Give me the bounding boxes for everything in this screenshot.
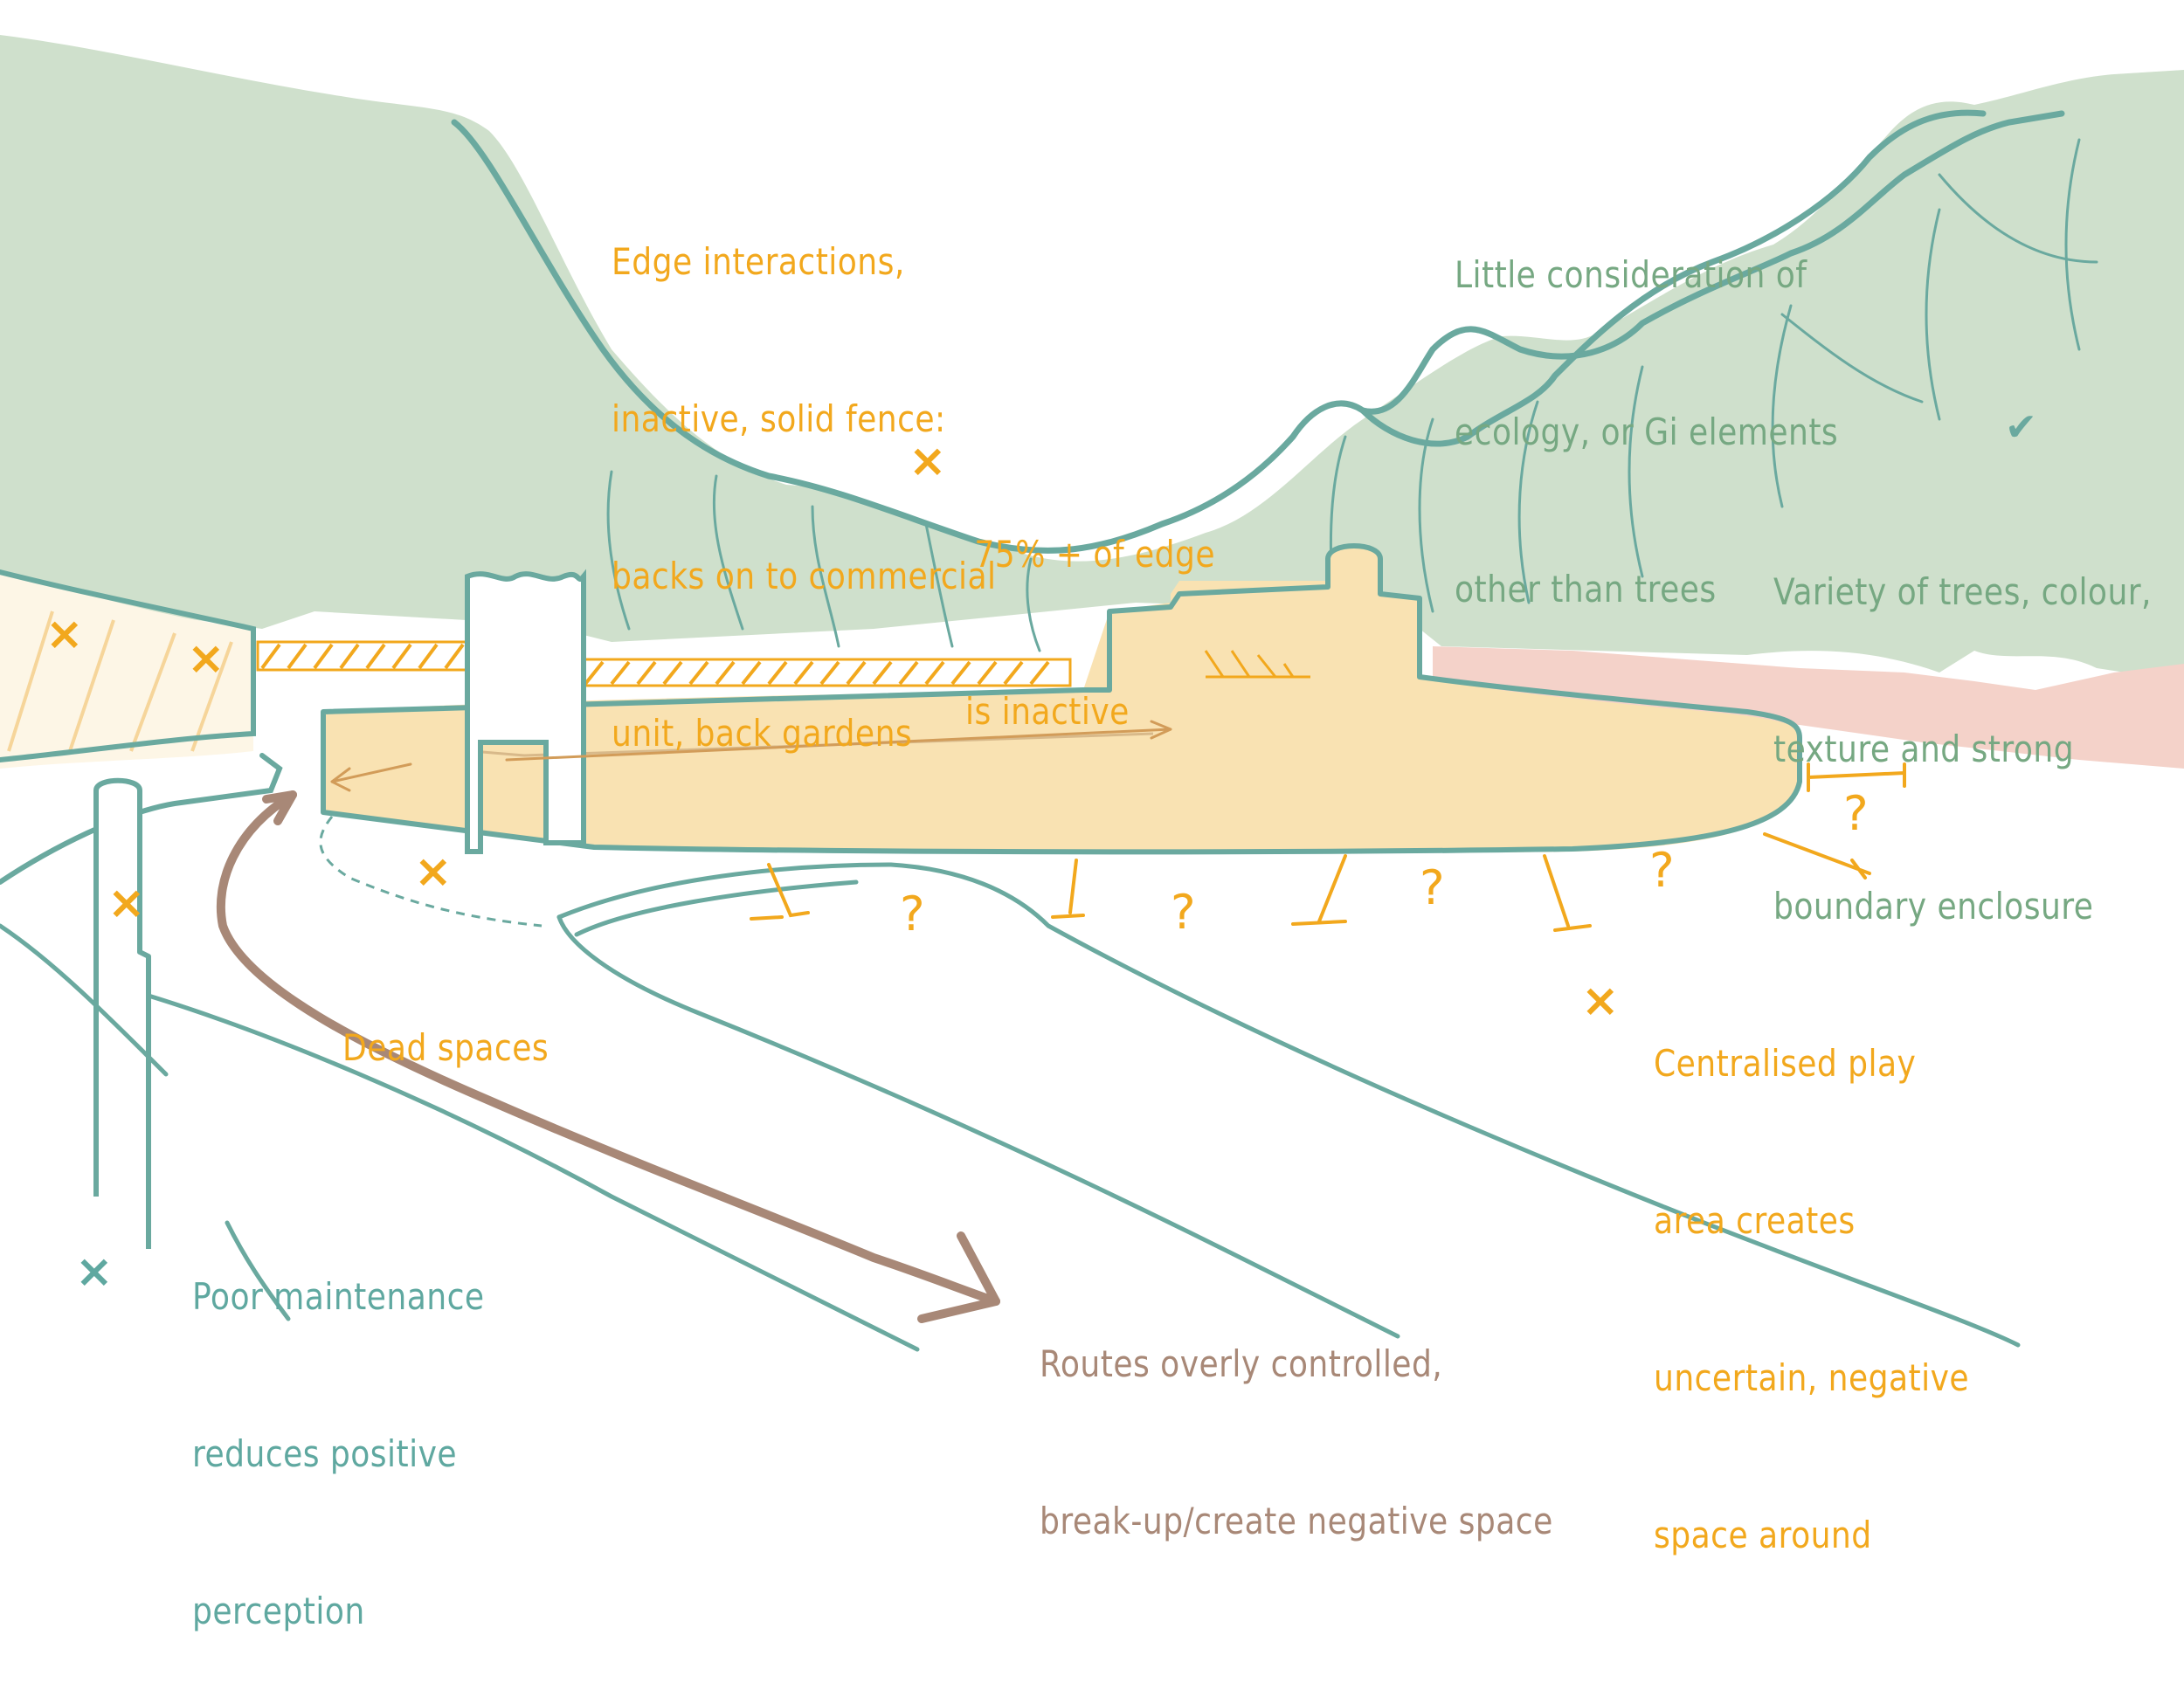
question-mark: ? — [1843, 786, 1869, 841]
tree-canopy-outline — [451, 109, 1987, 554]
question-mark: ? — [1171, 885, 1196, 940]
left-bollard — [93, 777, 151, 1249]
edge-interactions-note: Edge interactions, inactive, solid fence… — [612, 131, 996, 812]
cross-mark: × — [107, 877, 146, 929]
note-line: ecology, or Gi elements — [1455, 410, 1839, 453]
note-line: break-up/create negative space — [1040, 1500, 1553, 1542]
left-ground-hatch — [7, 610, 233, 752]
play-area-fill — [323, 546, 1800, 854]
inactive-edge-note: 75% + of edge is inactive — [965, 424, 1215, 790]
boundary-strip — [1433, 646, 2184, 769]
cross-mark: × — [909, 435, 947, 487]
tree-variety-note: Variety of trees, colour, texture and st… — [1773, 461, 2152, 985]
cross-mark: × — [1581, 975, 1620, 1027]
note-line: uncertain, negative — [1654, 1356, 1970, 1399]
left-ground-fill — [0, 572, 253, 769]
measure-ticks — [750, 762, 1906, 932]
question-mark: ? — [1649, 843, 1675, 898]
cross-mark: × — [187, 632, 225, 685]
left-wall — [0, 569, 256, 762]
note-line: boundary enclosure — [1773, 885, 2094, 928]
play-area-flow-arrows — [330, 720, 1172, 792]
tree-canopy-outline-right — [1359, 110, 2065, 415]
note-line: area creates — [1654, 1199, 1856, 1242]
note-line: texture and strong — [1773, 728, 2075, 770]
note-line: 75% + of edge — [974, 533, 1216, 576]
note-line: other than trees — [1455, 568, 1717, 610]
note-line: unit, back gardens — [612, 712, 913, 755]
cross-mark: × — [45, 608, 84, 660]
centralised-play-note: Centralised play area creates uncertain,… — [1654, 933, 1969, 1614]
note-line: backs on to commercial — [612, 555, 997, 597]
note-line: perception — [192, 1590, 365, 1632]
note-line: Variety of trees, colour, — [1773, 570, 2152, 613]
note-line: Dead spaces — [342, 1026, 549, 1069]
note-line: Edge interactions, — [612, 240, 905, 283]
check-mark: ✔ — [2005, 405, 2037, 450]
question-mark: ? — [900, 886, 925, 942]
note-line: Routes overly controlled, — [1040, 1342, 1443, 1385]
note-line: is inactive — [965, 690, 1130, 733]
routes-note: Routes overly controlled, break-up/creat… — [1040, 1233, 1553, 1600]
note-line: inactive, solid fence: — [612, 397, 946, 440]
tree-canopy-fill — [0, 35, 2184, 681]
dead-spaces-note: Dead spaces — [342, 917, 549, 1127]
tree-sketch-lines — [606, 138, 2098, 652]
play-area-outline — [321, 543, 1802, 855]
gate-pillar — [465, 569, 586, 854]
note-line: space around — [1654, 1514, 1872, 1556]
note-line: Little consideration of — [1455, 253, 1807, 296]
play-area-hatch — [1204, 650, 1310, 679]
route-lines — [0, 862, 2021, 1352]
question-mark: ? — [1420, 860, 1445, 915]
site-analysis-sketch — [0, 35, 2184, 1352]
dead-space-outline — [319, 816, 543, 928]
cross-mark: × — [75, 1245, 114, 1298]
note-line: Poor maintenance — [192, 1275, 485, 1318]
route-arrow — [216, 790, 1000, 1323]
note-line: reduces positive — [192, 1432, 458, 1475]
maintenance-note: Poor maintenance reduces positive percep… — [192, 1166, 485, 1690]
ecology-note: Little consideration of ecology, or Gi e… — [1455, 144, 1838, 668]
cross-mark: × — [414, 845, 453, 898]
note-line: Centralised play — [1654, 1042, 1917, 1085]
